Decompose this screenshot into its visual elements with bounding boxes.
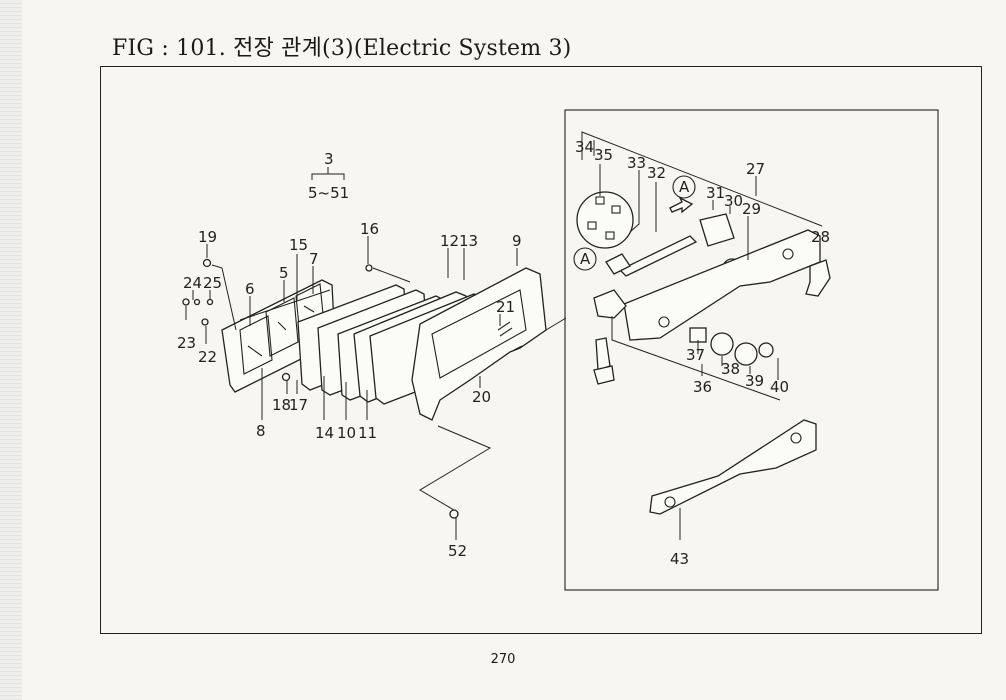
marker-a-right-label: A	[679, 178, 690, 196]
callout-35: 35	[594, 146, 613, 164]
callout-10: 10	[337, 424, 356, 442]
figure-frame	[100, 66, 982, 634]
callout-40: 40	[770, 378, 789, 396]
inset-frame	[564, 109, 939, 591]
callout-8: 8	[256, 422, 266, 440]
part-switch-lugs	[587, 196, 621, 240]
part-gauges	[239, 283, 331, 375]
marker-a-left	[573, 247, 597, 271]
callout-5: 5	[279, 264, 289, 282]
callout-34: 34	[575, 138, 594, 156]
part-clip-28	[805, 259, 831, 297]
callout-22: 22	[198, 348, 217, 366]
leader-lines-right	[581, 131, 823, 540]
part-bulb-socket	[699, 213, 735, 247]
page-number: 270	[490, 652, 516, 667]
part-plate-hole	[664, 496, 676, 508]
callout-6: 6	[245, 280, 255, 298]
callout-29: 29	[742, 200, 761, 218]
part-lamp-housing	[593, 289, 627, 319]
callout-15: 15	[289, 236, 308, 254]
part-screws	[182, 258, 459, 519]
part-connector	[605, 253, 631, 275]
callout-3: 3	[324, 150, 334, 168]
callout-12: 12	[440, 232, 459, 250]
part-switch-plate	[576, 191, 634, 249]
part-knob-39	[734, 342, 758, 366]
figure-title: FIG : 101. 전장 관계(3)(Electric System 3)	[112, 36, 572, 61]
callout-16: 16	[360, 220, 379, 238]
callout-labels: 3 5~51 19 15 7 5 6 24 25 23 22 16 12 13 …	[177, 138, 830, 568]
callout-7: 7	[309, 250, 319, 268]
part-lower-plate	[649, 419, 817, 515]
callout-11: 11	[358, 424, 377, 442]
callout-33: 33	[627, 154, 646, 172]
callout-31: 31	[706, 184, 725, 202]
part-plate-hole2	[790, 432, 802, 444]
leader-lines-left	[185, 236, 567, 540]
callout-24: 24	[183, 274, 202, 292]
marker-a-left-label: A	[580, 250, 591, 268]
callout-19: 19	[198, 228, 217, 246]
callout-30: 30	[724, 192, 743, 210]
part-lamp-base	[593, 365, 615, 385]
callout-32: 32	[647, 164, 666, 182]
callout-17: 17	[289, 396, 308, 414]
callout-39: 39	[745, 372, 764, 390]
callout-43: 43	[670, 550, 689, 568]
part-nut-37	[689, 327, 707, 343]
callout-52: 52	[448, 542, 467, 560]
part-lamp-stem	[595, 337, 611, 371]
callout-13: 13	[459, 232, 478, 250]
part-cap-40	[758, 342, 774, 358]
callout-36: 36	[693, 378, 712, 396]
callout-20: 20	[472, 388, 491, 406]
callout-25: 25	[203, 274, 222, 292]
part-bezel-window	[431, 289, 527, 379]
part-bracket-hole	[658, 316, 670, 328]
callout-21: 21	[496, 298, 515, 316]
callout-37: 37	[686, 346, 705, 364]
part-cable	[618, 235, 698, 277]
callout-23: 23	[177, 334, 196, 352]
callout-5-51: 5~51	[308, 184, 349, 202]
binder-edge	[0, 0, 22, 700]
callout-18: 18	[272, 396, 291, 414]
callout-9: 9	[512, 232, 522, 250]
part-front-bezel	[411, 267, 547, 421]
bracket-3	[311, 167, 345, 180]
callout-14: 14	[315, 424, 334, 442]
callout-28: 28	[811, 228, 830, 246]
marker-a-right	[672, 175, 696, 199]
callout-27: 27	[746, 160, 765, 178]
part-washer-38	[710, 332, 734, 356]
callout-38: 38	[721, 360, 740, 378]
part-bracket-hole2	[782, 248, 794, 260]
part-bezel-clip	[497, 321, 523, 351]
part-upper-bracket	[623, 229, 821, 341]
arrow-a	[669, 196, 694, 214]
